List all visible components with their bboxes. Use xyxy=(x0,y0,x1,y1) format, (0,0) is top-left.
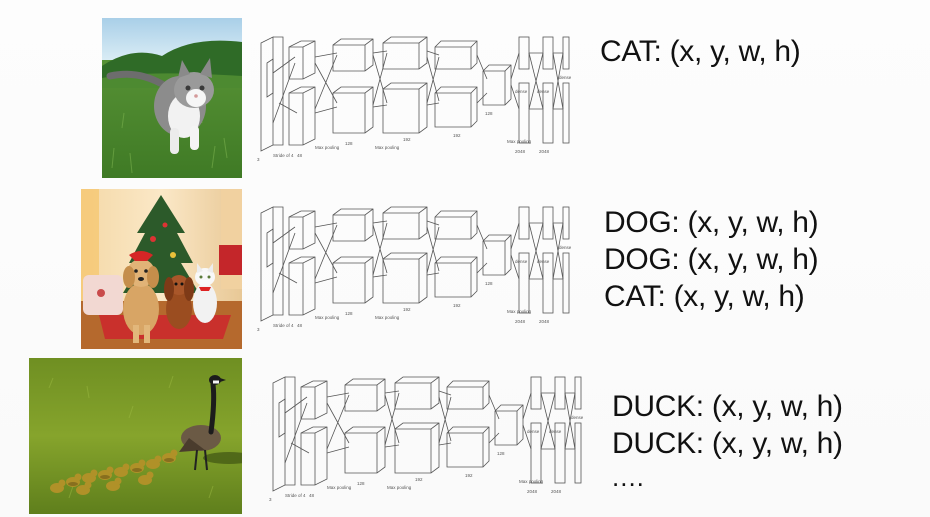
ducks-photo xyxy=(29,358,242,514)
cnn-dense-1: dense xyxy=(527,429,540,434)
cnn-label-128: 128 xyxy=(357,481,365,486)
cnn-label-48: 48 xyxy=(297,153,303,158)
cat-detections: CAT: (x, y, w, h) xyxy=(600,33,801,70)
cnn-label-3: 3 xyxy=(269,497,272,502)
cnn-label-128b: 128 xyxy=(497,451,505,456)
cnn-label-2048b: 2048 xyxy=(539,319,550,324)
cnn-maxpool-1: Max pooling xyxy=(315,315,340,320)
cnn-dense-3: dense xyxy=(571,415,583,420)
cnn-label-128b: 128 xyxy=(485,281,493,286)
ducks-detections: DUCK: (x, y, w, h) DUCK: (x, y, w, h) ..… xyxy=(612,388,843,499)
cnn-label-2048b: 2048 xyxy=(551,489,562,494)
cnn-label-128: 128 xyxy=(345,311,353,316)
detection-label: DUCK: (x, y, w, h) xyxy=(612,427,843,460)
cnn-maxpool-2: Max pooling xyxy=(387,485,412,490)
cnn-label-2048b: 2048 xyxy=(539,149,550,154)
detection-label: DOG: (x, y, w, h) xyxy=(604,206,819,239)
cnn-stride-label: Stride of 4 xyxy=(273,153,294,158)
cnn-maxpool-1: Max pooling xyxy=(315,145,340,150)
cnn-dense-2: dense xyxy=(537,89,550,94)
pets-photo xyxy=(81,189,242,349)
cnn-label-3: 3 xyxy=(257,327,260,332)
cnn-dense-2: dense xyxy=(549,429,562,434)
cnn-diagram: Stride of 4 3 48 Max pooling 128 Max poo… xyxy=(253,33,571,165)
cnn-label-128b: 128 xyxy=(485,111,493,116)
cnn-label-192b: 192 xyxy=(453,133,461,138)
pets-detections: DOG: (x, y, w, h) DOG: (x, y, w, h) CAT:… xyxy=(604,204,819,315)
cnn-maxpool-2: Max pooling xyxy=(375,315,400,320)
detection-label: DUCK: (x, y, w, h) xyxy=(612,390,843,423)
cnn-dense-2: dense xyxy=(537,259,550,264)
cnn-label-48: 48 xyxy=(309,493,315,498)
cnn-stride-label: Stride of 4 xyxy=(285,493,306,498)
cnn-label-128: 128 xyxy=(345,141,353,146)
cnn-label-2048a: 2048 xyxy=(515,149,526,154)
cnn-stride-label: Stride of 4 xyxy=(273,323,294,328)
cnn-label-48: 48 xyxy=(297,323,303,328)
cnn-maxpool-3: Max pooling xyxy=(519,479,544,484)
cnn-dense-3: dense xyxy=(559,245,571,250)
detection-label: DOG: (x, y, w, h) xyxy=(604,243,819,276)
cat-photo xyxy=(102,18,242,178)
cnn-dense-1: dense xyxy=(515,259,528,264)
cnn-maxpool-2: Max pooling xyxy=(375,145,400,150)
cnn-maxpool-1: Max pooling xyxy=(327,485,352,490)
cnn-diagram: Stride of 4 3 48 Max pooling 128 Max poo… xyxy=(253,203,571,335)
cnn-dense-3: dense xyxy=(559,75,571,80)
cnn-label-192a: 192 xyxy=(415,477,423,482)
cnn-label-192b: 192 xyxy=(465,473,473,478)
cnn-label-192a: 192 xyxy=(403,137,411,142)
cnn-label-3: 3 xyxy=(257,157,260,162)
cnn-label-2048a: 2048 xyxy=(515,319,526,324)
cnn-label-192a: 192 xyxy=(403,307,411,312)
detection-label: CAT: (x, y, w, h) xyxy=(604,280,805,313)
cnn-maxpool-3: Max pooling xyxy=(507,139,532,144)
cnn-dense-1: dense xyxy=(515,89,528,94)
cnn-diagram: Stride of 4 3 48 Max pooling 128 Max poo… xyxy=(265,373,583,505)
cnn-label-2048a: 2048 xyxy=(527,489,538,494)
cnn-maxpool-3: Max pooling xyxy=(507,309,532,314)
cnn-label-192b: 192 xyxy=(453,303,461,308)
detection-label: CAT: (x, y, w, h) xyxy=(600,35,801,68)
more-detections-ellipsis: .... xyxy=(612,462,645,492)
